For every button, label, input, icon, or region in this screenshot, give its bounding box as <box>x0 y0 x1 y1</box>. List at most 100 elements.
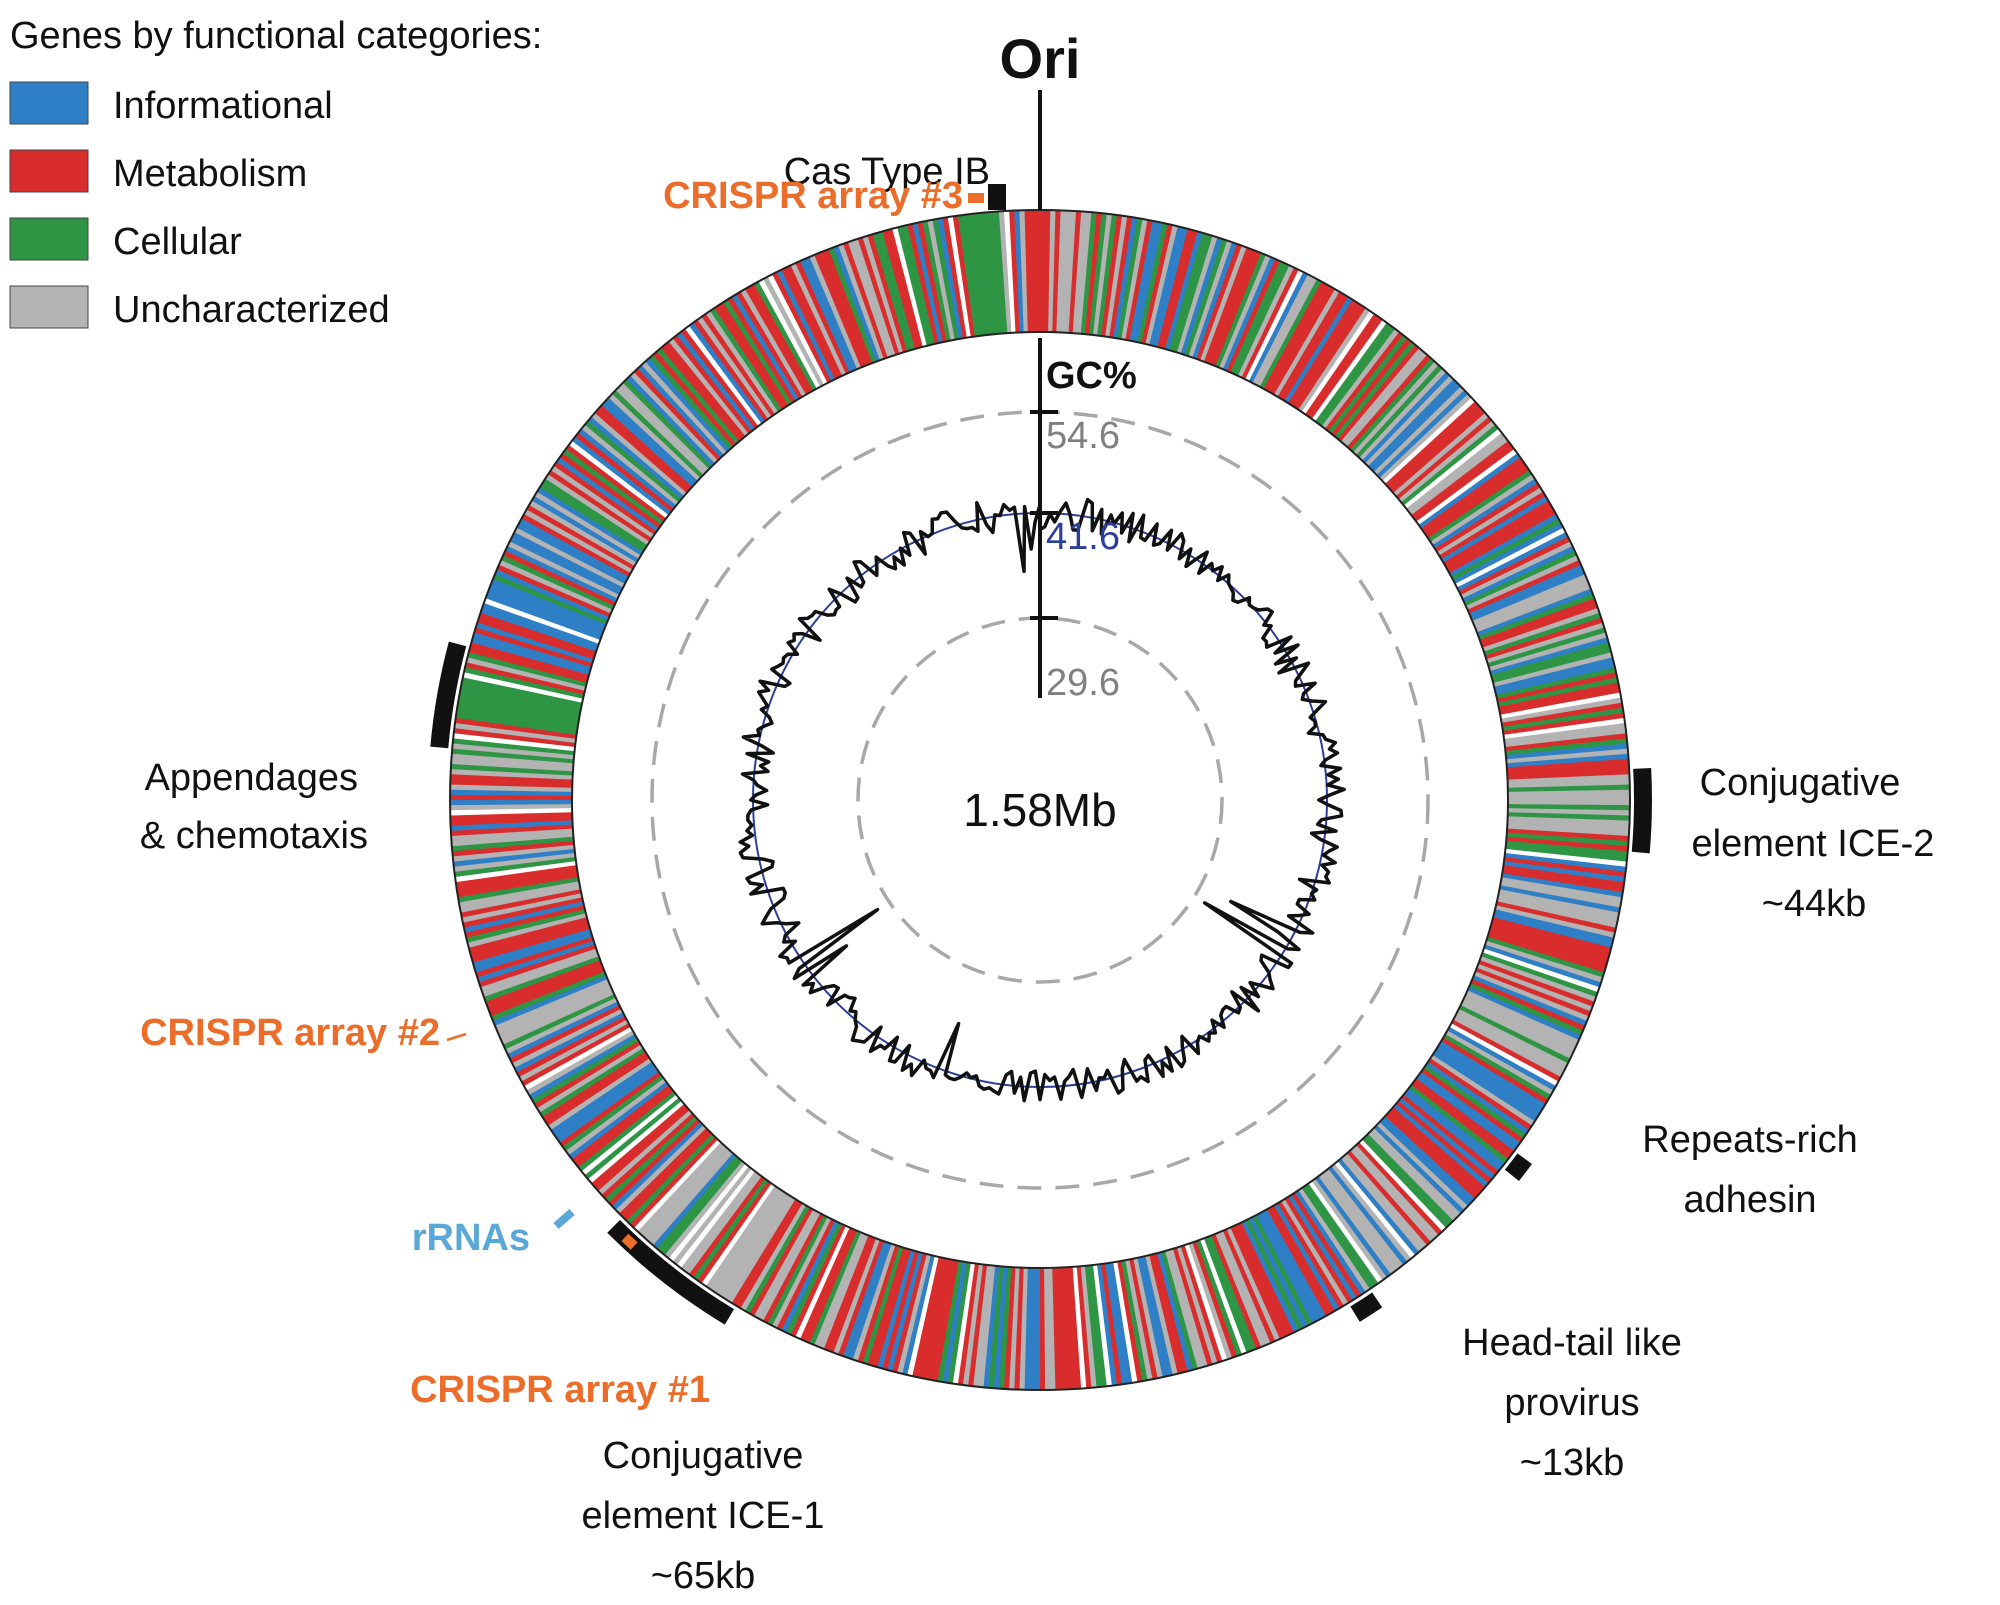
gene-stripe <box>1496 672 1618 704</box>
rrna-label: rRNAs <box>412 1217 530 1259</box>
gene-stripe <box>470 641 590 679</box>
gene-stripe <box>1337 344 1420 442</box>
gene-stripe <box>514 527 626 588</box>
gene-stripe <box>1191 1241 1237 1359</box>
gene-stripe <box>591 412 688 497</box>
gene-stripe <box>957 214 980 337</box>
gene-stripe <box>1121 218 1149 340</box>
gene-stripe <box>676 331 756 432</box>
gene-stripe <box>509 1004 622 1064</box>
gene-stripe <box>1298 308 1371 413</box>
gene-stripe <box>482 602 599 648</box>
gene-stripe <box>1237 1222 1295 1335</box>
gene-stripe <box>1305 313 1379 417</box>
gene-stripe <box>584 1097 682 1180</box>
gene-stripe <box>1196 243 1243 361</box>
gene-stripe <box>1019 210 1029 333</box>
gene-stripe <box>1008 1267 1020 1390</box>
gene-stripe <box>1144 1255 1178 1375</box>
gene-stripe <box>1503 717 1626 740</box>
gene-stripe <box>548 469 653 542</box>
gene-stripe <box>511 531 624 592</box>
gene-stripe <box>1460 1001 1573 1060</box>
gene-stripe <box>456 707 578 731</box>
gene-stripe <box>539 1047 646 1118</box>
gene-stripe <box>1427 470 1533 543</box>
gene-stripe <box>877 231 916 351</box>
gene-stripe <box>581 424 680 506</box>
gene-stripe <box>608 1118 701 1207</box>
gene-stripe <box>450 803 573 811</box>
gene-stripe <box>1423 461 1527 536</box>
gene-stripe <box>1211 251 1262 367</box>
gene-stripe <box>458 876 580 903</box>
gene-stripe <box>1321 1171 1400 1272</box>
gene-stripe <box>571 1084 672 1164</box>
gene-stripe <box>758 278 821 389</box>
gene-stripe <box>450 784 573 792</box>
gene-stripe <box>1507 808 1630 816</box>
gene-stripe <box>1034 210 1041 333</box>
gene-stripe <box>842 1241 888 1358</box>
gene-stripe <box>612 389 704 478</box>
gene-stripe <box>452 742 575 760</box>
gene-stripe <box>1291 1192 1362 1298</box>
gene-stripe <box>1503 722 1626 744</box>
legend-label-uncharacterized: Uncharacterized <box>113 289 390 331</box>
gene-stripe <box>937 218 964 340</box>
gene-stripe <box>1411 440 1512 519</box>
gene-stripe <box>1464 550 1578 607</box>
gene-stripe <box>1460 541 1573 599</box>
gene-stripe <box>519 518 629 581</box>
gene-stripe <box>475 622 594 664</box>
gene-stripe <box>736 291 803 399</box>
gene-stripe <box>626 375 716 467</box>
gene-stripe <box>1120 1260 1148 1382</box>
gene-stripe <box>1373 1125 1465 1214</box>
gene-stripe <box>1266 283 1331 393</box>
gene-stripe <box>740 288 807 397</box>
gene-stripe <box>1287 1194 1358 1301</box>
gene-stripe <box>1478 593 1595 641</box>
gene-stripe <box>1451 1019 1561 1082</box>
gene-stripe <box>1324 331 1404 432</box>
gene-stripe <box>1117 218 1143 340</box>
gene-stripe <box>1244 1218 1304 1331</box>
gene-stripe <box>1128 1258 1158 1380</box>
gene-stripe <box>542 1051 648 1122</box>
gene-stripe <box>1234 263 1290 377</box>
gene-stripe <box>1507 763 1630 776</box>
gene-stripe <box>1096 1263 1118 1386</box>
gene-stripe <box>887 228 924 348</box>
gene-stripe <box>921 1258 951 1380</box>
gene-stripe <box>462 671 584 703</box>
gene-stripe <box>823 249 873 365</box>
gene-stripe <box>1438 1041 1546 1109</box>
gene-stripe <box>1502 865 1625 888</box>
gene-stripe <box>1492 913 1613 949</box>
gene-stripe <box>1465 990 1579 1046</box>
gene-stripe <box>718 302 789 408</box>
gene-stripe <box>1321 328 1400 429</box>
gene-stripe <box>1504 728 1627 748</box>
appendages-label-line2: & chemotaxis <box>140 815 368 857</box>
gene-stripe <box>1496 897 1618 929</box>
gene-stripe <box>467 912 587 948</box>
gene-stripe <box>466 656 587 691</box>
gene-stripe <box>1003 210 1016 333</box>
gene-stripe <box>1368 379 1458 470</box>
gene-stripe <box>474 627 593 668</box>
gene-stripe <box>1505 840 1628 858</box>
gene-stripe <box>1430 1054 1535 1127</box>
gene-stripe <box>838 243 885 361</box>
gene-stripe <box>876 1249 915 1369</box>
gene-stripe <box>1481 952 1598 998</box>
gene-stripe <box>656 1155 740 1252</box>
gene-stripe <box>501 554 615 610</box>
gene-stripe <box>709 1187 782 1292</box>
gene-stripe <box>1408 1084 1509 1164</box>
gene-stripe <box>1401 424 1499 506</box>
gene-stripe <box>601 1112 695 1199</box>
gene-stripe <box>1311 1178 1387 1281</box>
gene-stripe <box>1506 758 1629 772</box>
